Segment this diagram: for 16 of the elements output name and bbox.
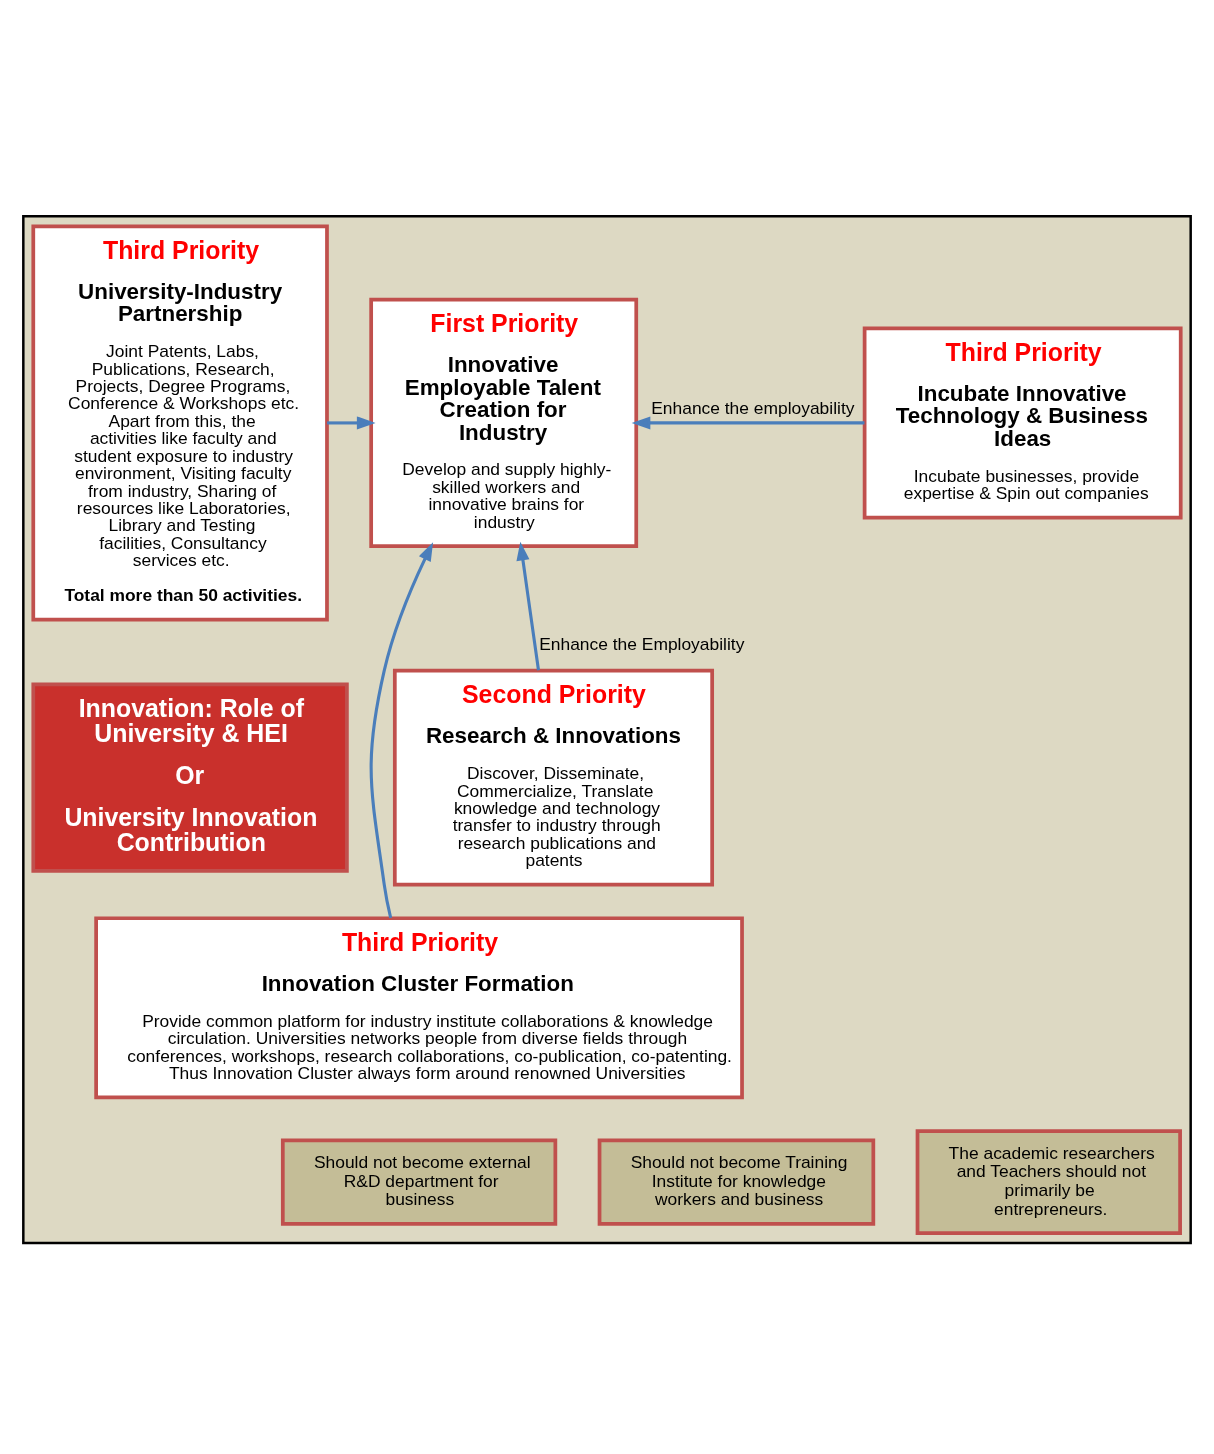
node-box: Third Priority University-Industry Partnership Joint Patents, Labs, Publications, Research, Projects, Degree Programs, Conference & Workshops etc. Apart from this, the activities like faculty and student exposure to industry environment, Visiting faculty from industry, Sharing of resources like Laboratories, Library and Testing facilities, Consultancy services etc. Total more than 50 activities. [31,223,329,621]
arrow [516,541,541,670]
edge-label: Enhance the employability [651,397,855,418]
node-box: The academic researchers and Teachers should not primarily be entrepreneurs. [915,1128,1182,1235]
arrow [327,415,376,429]
arrow [369,541,434,918]
cluster [22,214,1192,1244]
arrow [631,415,865,429]
node-box: Innovation: Role of University & HEI Or University Innovation Contribution [31,681,349,873]
node-box: First Priority Innovative Employable Talent Creation for Industry Develop and supply highly-skilled workers and innovative brains for industry [369,297,639,548]
node-box: Third Priority Incubate Innovative Technology & Business Ideas Incubate businesses, provide expertise & Spin out companies [862,326,1183,519]
node-box: Should not become Training Institute for knowledge workers and business [597,1138,876,1226]
node-box: Third Priority Innovation Cluster Formation Provide common platform for industry institute collaborations & knowledge circulation. Universities networks people from diverse fields through conferences, workshops, research collaborations, co-publication, co-patenting. Thus Innovation Cluster always form around renowned Universities [94,915,744,1099]
node-box: Second Priority Research & Innovations Discover, Disseminate, Commercialize, Translate knowledge and technology transfer to industry through research publications and patents [392,668,715,886]
edge-label: Enhance the Employability [539,633,745,654]
node-box: Should not become external R&D department for business [280,1138,558,1226]
